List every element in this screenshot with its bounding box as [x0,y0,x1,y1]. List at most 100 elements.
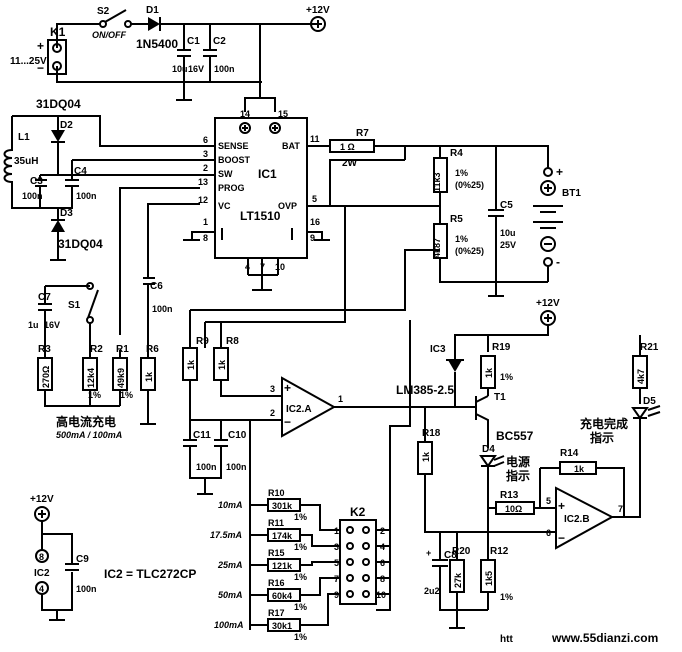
r3-value: 270Ω [41,366,51,388]
c2-label: C2 [213,36,226,47]
r5-tol2: (0%25) [455,246,484,256]
r19-tol: 1% [500,372,513,382]
c7-value1: 1u [28,320,39,330]
r17-tol: 1% [294,632,307,642]
r1-label: R1 [116,344,129,355]
r9-label: R9 [196,336,209,347]
d5-led-icon [631,407,649,420]
r11-tol: 1% [294,542,307,552]
k1-input-range: 11...25V [10,56,47,67]
r13-value: 10Ω [505,504,522,514]
ic1-pin-boost: BOOST [218,155,251,165]
r2-value: 12k4 [86,368,96,388]
ic3-part: LM385-2.5 [396,383,454,397]
c2-capacitor-icon [203,49,217,57]
r12-label: R12 [490,546,509,557]
ic1-pin-bat: BAT [282,141,300,151]
ic2-label: IC2 [34,568,50,579]
ic2b-name: IC2.B [564,514,590,525]
indicator-section: +12V IC3 LM385-2.5 R19 1k 1% T1 BC557 D4… [396,298,661,629]
r13-label: R13 [500,490,519,501]
c9-capacitor-icon [65,563,79,571]
ic2-pin8: 8 [39,552,44,562]
current-17ma: 17.5mA [210,530,242,540]
done-indicator-2: 指示 [590,430,614,445]
r19-label: R19 [492,342,511,353]
bt1-minus: - [556,255,560,269]
k2-pins [346,526,370,598]
c6-value: 100n [152,304,173,314]
selector-row-50ma: 50mA 60k4 R16 1% [218,577,340,612]
r9-value: 1k [186,359,196,370]
power-indicator-2: 指示 [506,468,530,483]
k2-label: K2 [350,505,366,519]
ic2b-opamp-icon [555,486,615,550]
ic2b-minus: − [558,531,565,545]
c4-label: C4 [74,166,87,177]
ic1-pin-ovp: OVP [278,201,297,211]
opamp-a-section: R9 1k R8 1k IC2.A + − 3 2 1 C11 C10 100n… [182,206,455,495]
c11-label: C11 [193,430,211,441]
s2-contact-a [99,20,107,28]
bt1-battery-icon [533,205,563,229]
c7-value2: 16V [44,320,60,330]
ic2-pin8-circle [35,549,49,563]
c3-value: 100n [22,191,43,201]
ic1-pin-sw: SW [218,169,233,179]
r4-label: R4 [450,148,463,159]
c4-value: 100n [76,191,97,201]
vcc-terminal-icon [310,16,326,32]
ic1-pin-14: 14 [240,109,250,119]
k2-pin-7: 7 [334,574,339,584]
d1-label: D1 [146,5,159,16]
c1-value2: 16V [188,64,204,74]
r1-value: 49k9 [116,368,126,388]
d4-label: D4 [482,444,495,455]
r17-value: 30k1 [272,621,292,631]
s2-contact-b [124,20,132,28]
ic1-num-8: 8 [203,233,208,243]
r12-tol: 1% [500,592,513,602]
s2-label: S2 [97,6,110,17]
c6-label: C6 [150,281,163,292]
ic2a-pin2: 2 [270,408,275,418]
c11-value: 100n [196,462,217,472]
r18-value: 1k [421,451,431,462]
ic2a-pin1: 1 [338,394,343,404]
r16-label: R16 [268,578,285,588]
done-indicator-1: 充电完成 [580,416,628,431]
power-input-section: K1 + − 11...25V S2 ON/OFF D1 1N5400 +12V… [10,5,330,112]
ic1-part: LT1510 [240,209,281,223]
r15-tol: 1% [294,572,307,582]
ic1-pin-15: 15 [278,109,288,119]
t1-transistor-icon [455,388,489,448]
r17-label: R17 [268,608,285,618]
c1-label: C1 [187,36,200,47]
r8-value: 1k [217,359,227,370]
d2-part: 31DQ04 [36,97,81,111]
c3-label: C3 [30,176,43,187]
c9-label: C9 [76,554,89,565]
ground-icon [50,232,66,261]
ic1-pin-vc: VC [218,201,231,211]
r4-tol2: (0%25) [455,180,484,190]
c7-label: C7 [38,292,51,303]
ic1-num-3: 3 [203,149,208,159]
c1-value1: 10u [172,64,188,74]
ic1-num-12: 12 [198,195,208,205]
current-10ma: 10mA [218,500,243,510]
r10-value: 301k [272,501,293,511]
c8-label: C8 [444,550,457,561]
r20-label: R20 [452,546,471,557]
r21-value: 4k7 [636,369,646,384]
d1-diode-icon [148,17,160,31]
k1-minus-sign: − [37,61,44,75]
bt1-minus-icon [540,236,556,252]
l1-label: L1 [18,132,30,143]
current-selector-section: 10mA 301k R10 1% 17.5mA 174k R11 1% 25mA… [210,320,411,642]
bt1-plus-icon [540,180,556,196]
ic1-num-9: 9 [310,233,315,243]
l1-value: 35uH [14,156,38,167]
ic2b-pin5: 5 [546,496,551,506]
ic1-pin-prog: PROG [218,183,245,193]
